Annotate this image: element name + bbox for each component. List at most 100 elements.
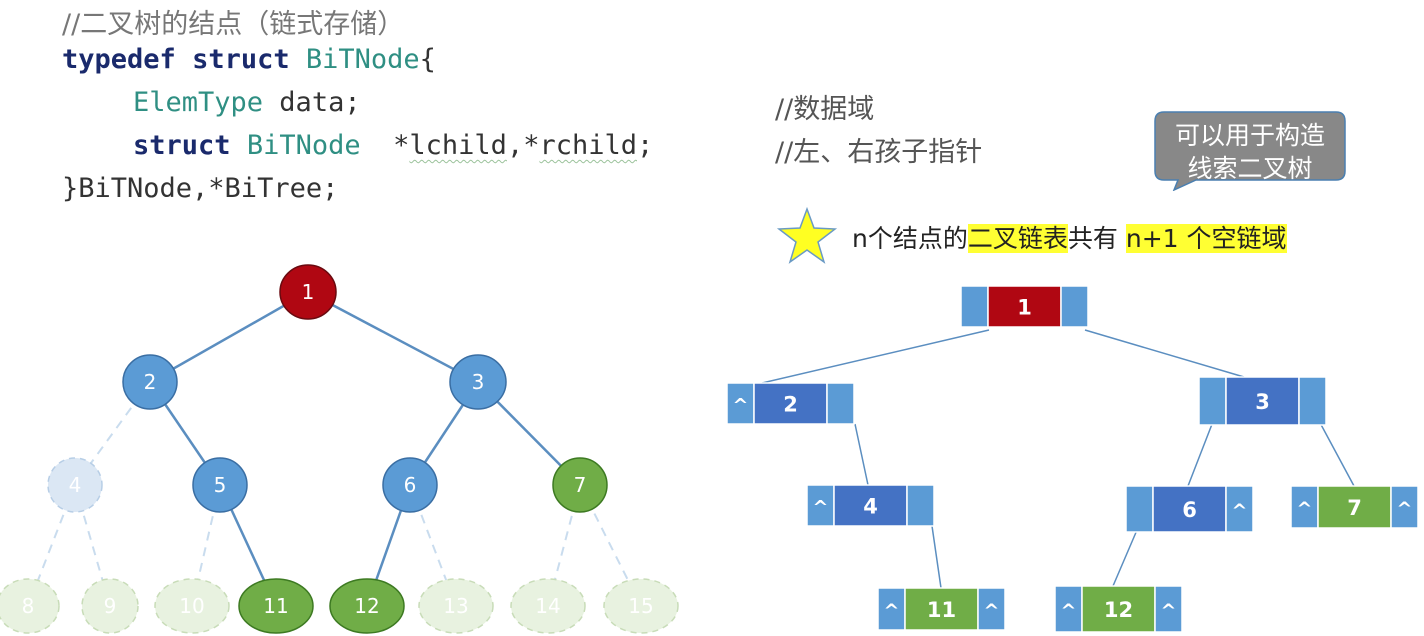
note-middle: 共有 — [1067, 224, 1118, 253]
linked-binary-tree: 12^34^6^7^^11^^12^^ — [726, 285, 1419, 633]
note-prefix: n个结点的 — [852, 224, 968, 253]
lchild-cell-4 — [806, 484, 835, 527]
lchild-cell-6 — [1125, 485, 1154, 533]
lchild-cell-11 — [877, 587, 906, 631]
note-highlight-count: n+1 个空链域 — [1125, 224, 1287, 253]
data-cell-2 — [753, 382, 828, 425]
null-rchild-11: ^ — [984, 600, 1000, 622]
callout-line-1: 可以用于构造 — [1174, 121, 1325, 150]
rchild-cell-3 — [1298, 376, 1327, 426]
rchild-cell-7 — [1390, 485, 1419, 529]
tree-node-label-7: 7 — [574, 473, 587, 497]
link-edge-1-3 — [1084, 329, 1245, 378]
tree-node-11 — [238, 578, 314, 634]
tree-node-10 — [154, 578, 230, 634]
tree-node-label-11: 11 — [263, 594, 288, 618]
tree-node-label-8: 8 — [22, 594, 35, 618]
keyword-struct-2: struct — [133, 130, 231, 161]
link-node-label-6: 6 — [1182, 498, 1197, 522]
pointer-comma: ,* — [506, 130, 540, 161]
lchild-cell-7 — [1290, 485, 1319, 529]
tree-node-label-13: 13 — [443, 594, 468, 618]
null-lchild-2: ^ — [733, 395, 749, 417]
link-node-label-3: 3 — [1255, 390, 1270, 414]
link-node-label-12: 12 — [1104, 598, 1133, 622]
tree-edge-1-2 — [149, 290, 309, 384]
callout-bubble: 可以用于构造 线索二叉树 — [1154, 111, 1374, 191]
rchild-cell-1 — [1060, 285, 1089, 328]
lchild-cell-1 — [960, 285, 989, 328]
tree-node-label-15: 15 — [628, 594, 653, 618]
rchild-cell-12 — [1154, 585, 1183, 633]
tree-node-8 — [0, 578, 60, 634]
open-brace: { — [419, 44, 436, 75]
type-bitnode-2: BiTNode — [246, 130, 361, 161]
keyword-typedef: typedef — [62, 44, 176, 75]
tree-node-5 — [192, 457, 248, 513]
tree-edge-1-3 — [307, 290, 479, 384]
rchild-cell-2 — [826, 382, 855, 425]
link-edge-1-2 — [761, 329, 990, 384]
tree-node-7 — [552, 457, 608, 513]
tree-node-label-5: 5 — [214, 473, 227, 497]
link-edge-3-6 — [1187, 418, 1215, 487]
note-highlight-binary-list: 二叉链表 — [967, 224, 1068, 253]
tree-node-label-1: 1 — [302, 280, 315, 304]
link-edge-3-7 — [1317, 418, 1355, 487]
tree-node-label-10: 10 — [179, 594, 204, 618]
link-edge-6-12 — [1112, 529, 1138, 587]
tree-node-3 — [449, 354, 507, 410]
semicolon: ; — [637, 130, 654, 161]
rchild-cell-6 — [1225, 485, 1254, 533]
data-cell-6 — [1152, 485, 1227, 533]
code-line-close: }BiTNode,*BiTree; — [62, 173, 339, 204]
code-line-typedef: typedef struct BiTNode{ — [62, 44, 436, 75]
tree-node-2 — [122, 354, 178, 410]
tree-node-label-4: 4 — [69, 473, 82, 497]
rchild-cell-11 — [977, 587, 1006, 631]
link-node-label-4: 4 — [863, 495, 878, 519]
tree-node-label-2: 2 — [144, 370, 157, 394]
field-lchild: lchild — [409, 130, 507, 161]
tree-node-13 — [418, 578, 494, 634]
null-link-note: n个结点的二叉链表共有 n+1 个空链域 — [852, 219, 1287, 255]
null-lchild-11: ^ — [884, 600, 900, 622]
pointer-star: * — [393, 130, 410, 161]
tree-node-14 — [510, 578, 586, 634]
link-node-label-2: 2 — [783, 393, 798, 417]
comment-data-field: //数据域 — [775, 94, 875, 125]
code-comment-title: //二叉树的结点（链式存储） — [62, 9, 405, 40]
link-edge-4-11 — [931, 525, 942, 589]
callout-line-2: 线索二叉树 — [1187, 154, 1313, 183]
tree-node-9 — [81, 578, 139, 634]
tree-node-4 — [47, 457, 103, 513]
comment-child-pointers: //左、右孩子指针 — [775, 137, 983, 168]
data-cell-12 — [1081, 585, 1156, 633]
link-node-label-1: 1 — [1017, 296, 1032, 320]
tree-node-label-9: 9 — [104, 594, 117, 618]
null-rchild-6: ^ — [1232, 500, 1248, 522]
lchild-cell-3 — [1198, 376, 1227, 426]
null-lchild-12: ^ — [1061, 600, 1077, 622]
tree-node-6 — [382, 457, 438, 513]
link-node-label-7: 7 — [1347, 496, 1362, 520]
rchild-cell-4 — [906, 484, 935, 527]
data-cell-11 — [904, 587, 979, 631]
tree-node-label-6: 6 — [404, 473, 417, 497]
keyword-struct: struct — [192, 44, 290, 75]
tree-node-label-12: 12 — [354, 594, 379, 618]
null-rchild-12: ^ — [1161, 600, 1177, 622]
callout-shape — [1154, 111, 1346, 191]
tree-node-12 — [329, 578, 405, 634]
null-lchild-7: ^ — [1297, 498, 1313, 520]
link-node-label-11: 11 — [927, 598, 956, 622]
type-bitnode: BiTNode — [305, 44, 420, 75]
tree-node-label-14: 14 — [535, 594, 560, 618]
null-lchild-4: ^ — [813, 497, 829, 519]
null-rchild-7: ^ — [1397, 498, 1413, 520]
tree-node-label-3: 3 — [472, 370, 485, 394]
code-line-data: ElemType data; — [133, 87, 361, 118]
field-rchild: rchild — [539, 130, 637, 161]
